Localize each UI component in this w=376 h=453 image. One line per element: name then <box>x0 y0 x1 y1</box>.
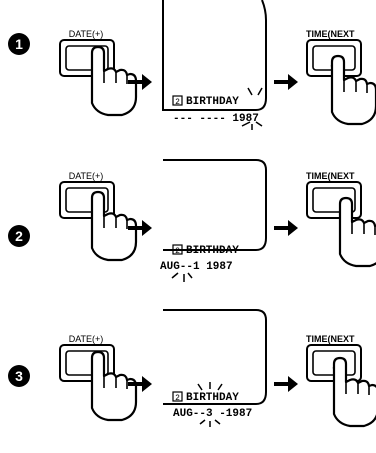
step-2: 2 DATE(+) 2 BIRTHDAY AUG--1 1987 TIME(NE… <box>8 159 376 282</box>
display-slot: 2 <box>175 394 180 403</box>
time-next-button-label: TIME(NEXT <box>306 171 355 181</box>
step-number-badge: 1 <box>8 33 30 55</box>
step-number-badge: 2 <box>8 225 30 247</box>
time-next-button-label: TIME(NEXT <box>306 29 355 39</box>
display-line-1: BIRTHDAY <box>186 96 239 108</box>
display-slot: 2 <box>175 247 180 256</box>
lcd-display: 2 BIRTHDAY AUG--1 1987 <box>160 159 267 282</box>
time-next-button-label: TIME(NEXT <box>306 334 355 344</box>
lcd-display: 2 BIRTHDAY --- ---- 1987 <box>162 0 267 130</box>
step-number: 3 <box>15 368 23 384</box>
date-button-label: DATE(+) <box>69 171 104 181</box>
step-number-badge: 3 <box>8 365 30 387</box>
display-line-2: --- ---- 1987 <box>173 113 259 125</box>
step-number: 2 <box>15 228 23 244</box>
display-line-2: AUG--1 1987 <box>160 261 233 273</box>
display-line-1: BIRTHDAY <box>186 392 239 404</box>
step-1: 1 DATE(+) 2 BIRTHDAY --- ---- 1987 TIME(… <box>8 0 376 130</box>
arrow-right-icon <box>272 374 300 394</box>
blink-marks-icon <box>171 272 193 282</box>
date-button-label: DATE(+) <box>69 29 104 39</box>
step-3: 3 DATE(+) 2 BIRTHDAY AUG--3 -1987 TIME(N… <box>8 309 376 428</box>
arrow-right-icon <box>272 72 300 92</box>
blink-marks-icon <box>241 87 263 130</box>
display-slot: 2 <box>175 98 180 107</box>
display-line-2: AUG--3 -1987 <box>173 408 252 420</box>
date-button-label: DATE(+) <box>69 334 104 344</box>
display-line-1: BIRTHDAY <box>186 245 239 257</box>
blink-marks-icon <box>197 382 223 427</box>
arrow-right-icon <box>272 218 300 238</box>
lcd-display: 2 BIRTHDAY AUG--3 -1987 <box>163 309 267 427</box>
date-button[interactable]: DATE(+) <box>59 171 115 219</box>
step-number: 1 <box>15 36 23 52</box>
